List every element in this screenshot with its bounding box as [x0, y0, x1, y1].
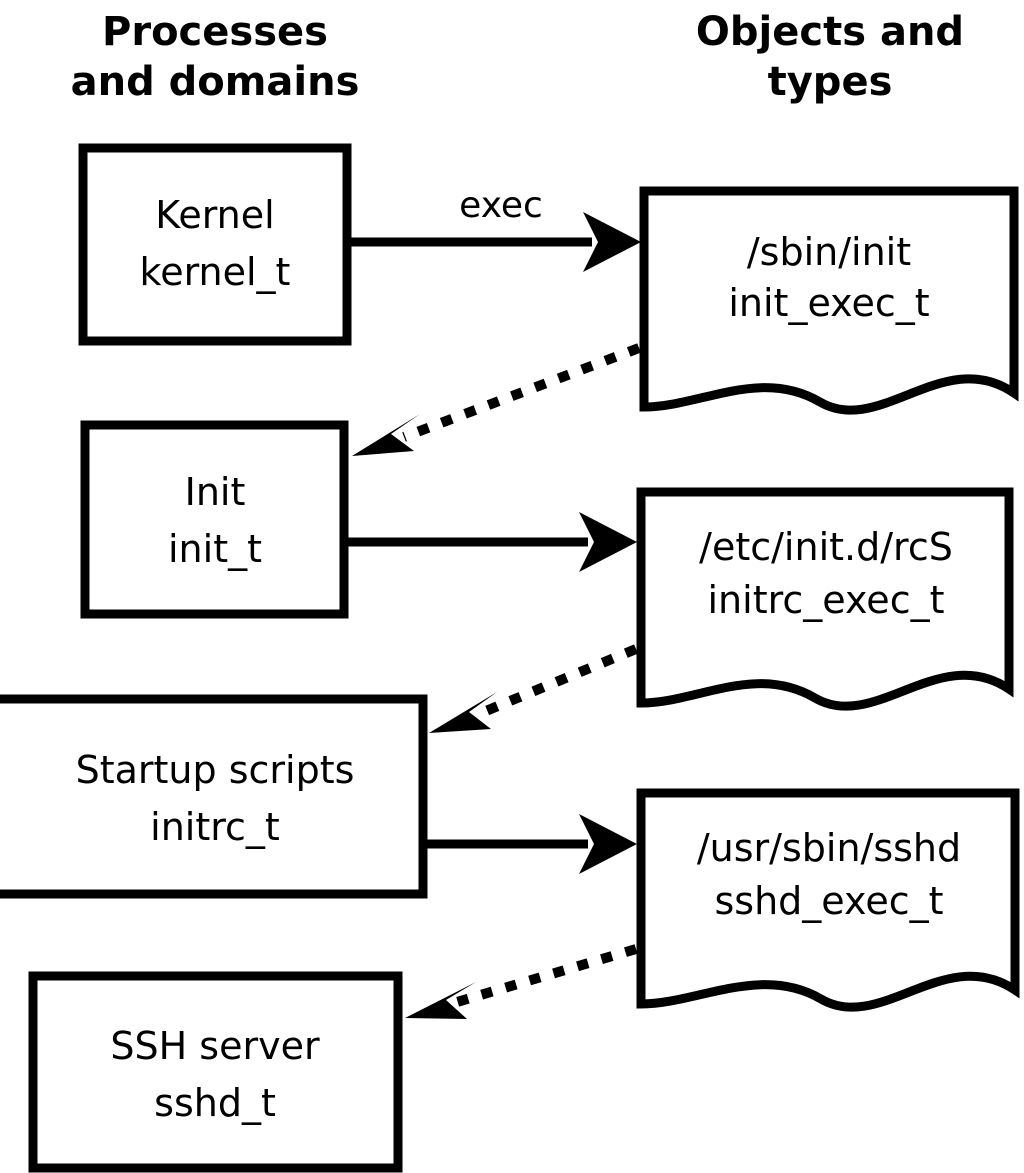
edge-sshd-exec-transition-sshd: [405, 944, 638, 1019]
arrowhead-kernel-exec: [583, 212, 641, 272]
object-node-init-exec-line2: init_exec_t: [728, 281, 929, 325]
arrowhead-sshd-transition: [405, 982, 476, 1019]
arrowhead-initrc-exec: [579, 814, 637, 874]
edge-init-exec-transition-init: [352, 343, 641, 456]
edge-initrc-exec-sshd-exec: [423, 814, 637, 874]
object-node-initrc-exec-line2: initrc_exec_t: [708, 578, 945, 622]
edge-line-initrc-transition: [479, 644, 638, 718]
edge-line-init-transition: [402, 343, 641, 442]
process-node-init-line2: init_t: [168, 527, 262, 571]
object-node-initrc-exec-line1: /etc/init.d/rcS: [699, 525, 953, 569]
edge-kernel-exec-init-exec: exec: [347, 185, 641, 272]
document-shape-initrc-exec: [636, 487, 1014, 711]
process-node-init-line1: Init: [185, 470, 246, 514]
arrowhead-init-exec: [579, 512, 637, 572]
box-shape-kernel: [78, 143, 352, 346]
process-node-initrc[interactable]: Startup scripts initrc_t: [0, 694, 428, 899]
object-node-initrc-exec[interactable]: /etc/init.d/rcS initrc_exec_t: [636, 487, 1014, 711]
process-node-kernel-line2: kernel_t: [140, 250, 291, 294]
column-heading-right-line2: types: [768, 59, 893, 105]
object-node-sshd-exec-line2: sshd_exec_t: [714, 879, 943, 923]
arrowhead-init-transition: [352, 414, 420, 456]
object-node-init-exec-line1: /sbin/init: [747, 230, 911, 274]
column-heading-right: Objects and types: [696, 9, 964, 105]
document-shape-sshd-exec: [636, 788, 1020, 1012]
process-node-initrc-line2: initrc_t: [150, 805, 280, 849]
process-node-init[interactable]: Init init_t: [80, 420, 349, 619]
edge-label-exec: exec: [459, 185, 543, 226]
column-heading-left-line1: Processes: [102, 9, 328, 55]
object-node-init-exec[interactable]: /sbin/init init_exec_t: [639, 186, 1019, 415]
arrowhead-initrc-transition: [429, 692, 497, 733]
edge-initrc-exec-transition-initrc: [429, 644, 638, 733]
box-shape-initrc: [0, 694, 428, 899]
box-shape-sshd: [28, 971, 403, 1173]
column-heading-right-line1: Objects and: [696, 9, 964, 55]
process-node-initrc-line1: Startup scripts: [76, 748, 355, 792]
column-heading-left: Processes and domains: [71, 9, 360, 105]
document-shape-init-exec: [639, 186, 1019, 415]
edge-line-sshd-transition: [455, 944, 638, 1007]
object-node-sshd-exec[interactable]: /usr/sbin/sshd sshd_exec_t: [636, 788, 1020, 1012]
column-heading-left-line2: and domains: [71, 59, 360, 105]
process-node-sshd-line1: SSH server: [110, 1024, 320, 1068]
process-node-kernel-line1: Kernel: [155, 193, 274, 237]
process-node-sshd-line2: sshd_t: [154, 1081, 276, 1125]
process-node-sshd[interactable]: SSH server sshd_t: [28, 971, 403, 1173]
edge-init-exec-initrc-exec: [344, 512, 637, 572]
process-node-kernel[interactable]: Kernel kernel_t: [78, 143, 352, 346]
object-node-sshd-exec-line1: /usr/sbin/sshd: [697, 826, 961, 870]
box-shape-init: [80, 420, 349, 619]
